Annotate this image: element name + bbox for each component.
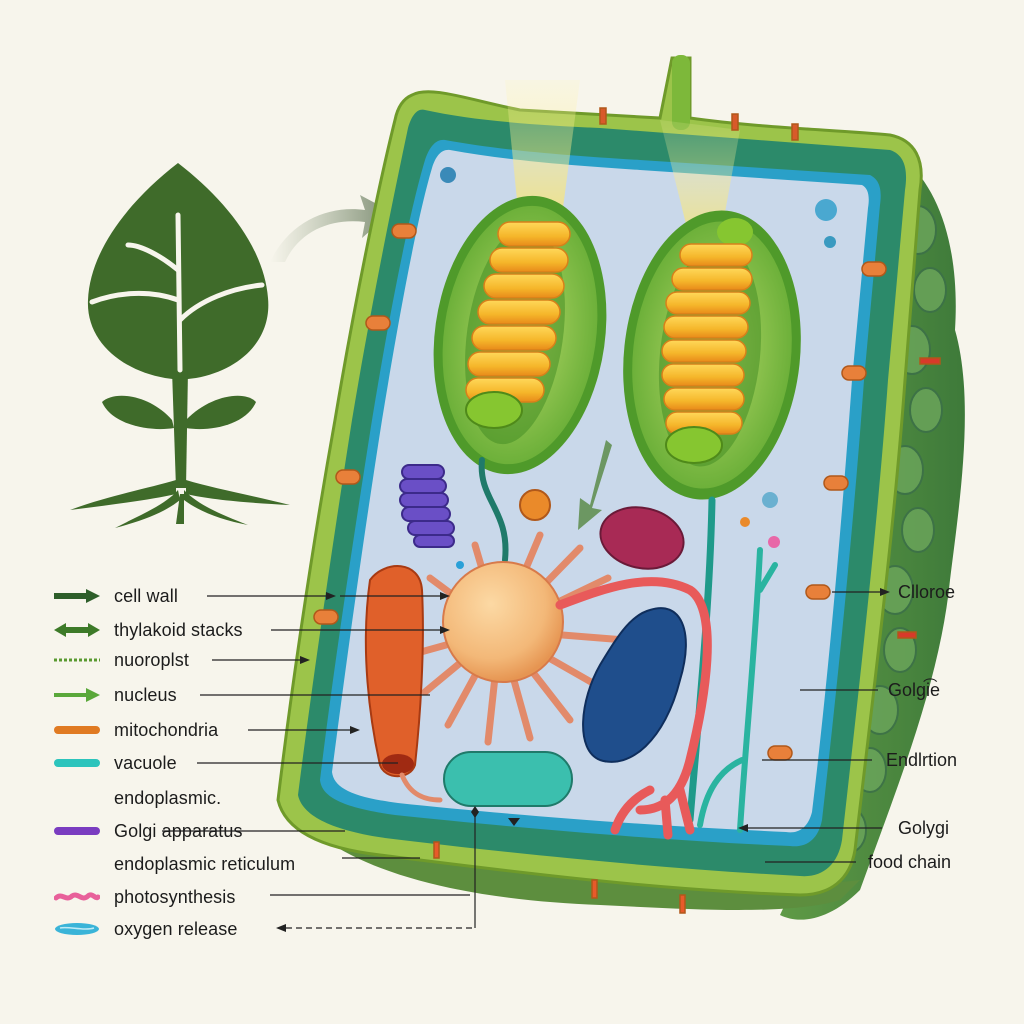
cell-stalk (672, 55, 690, 130)
curved-arrow-icon (270, 195, 392, 262)
membrane-proteins (313, 107, 941, 914)
golgi-apparatus (399, 464, 455, 548)
mito-tail (399, 772, 443, 803)
chloroplast-1 (433, 195, 607, 475)
vacuole (443, 751, 573, 807)
leader-lines (162, 591, 882, 929)
mitochondria-end (382, 754, 414, 774)
chloroplast-2 (623, 210, 801, 500)
leaf-vein-icon (89, 212, 265, 373)
leader-arrowheads (276, 588, 890, 932)
vesicles (440, 167, 837, 569)
vesicle-orange (519, 489, 551, 521)
down-arrow-icon (578, 440, 612, 530)
magenta-organelle (599, 506, 685, 570)
blue-organelle (582, 607, 687, 763)
tubule-3 (697, 547, 778, 833)
cell-bottom-face (285, 800, 860, 910)
tubule-1 (478, 457, 509, 563)
nucleus (442, 561, 564, 683)
endoplasmic-reticulum-red (555, 577, 712, 840)
